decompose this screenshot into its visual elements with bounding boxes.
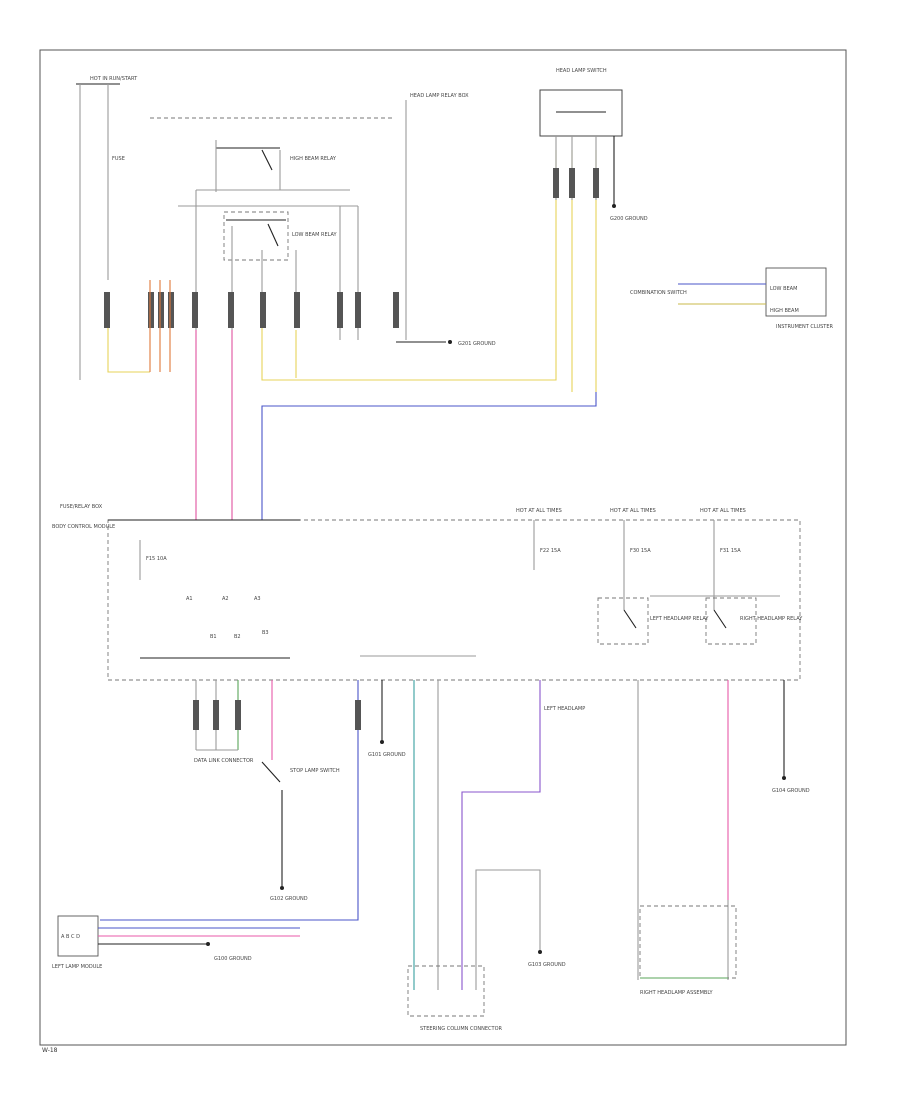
pin-c-label: A3: [254, 596, 261, 602]
connector-top-5: [192, 292, 198, 328]
wire-blue-feed: [261, 392, 597, 520]
headlamp-left-ground-dot: [538, 950, 542, 954]
bcm-box: [107, 519, 801, 681]
module-top-right-conn-3: [593, 168, 599, 198]
ground-right-label: G104 GROUND: [772, 788, 810, 794]
feed-left-label: FUSE: [112, 156, 125, 162]
left-module-label: LEFT LAMP MODULE: [52, 964, 102, 970]
connector-top-4: [168, 292, 174, 328]
data-link-connector-label: DATA LINK CONNECTOR: [194, 758, 254, 764]
ground-top-right-label: G200 GROUND: [610, 216, 648, 222]
ground-mid-dot: [448, 340, 452, 344]
module-top-right-ground: [612, 204, 616, 208]
relay-high-label: HIGH BEAM RELAY: [290, 156, 337, 162]
connector-top-2: [148, 292, 154, 328]
wire-yellow-left: [107, 328, 150, 373]
hot-label-2: HOT AT ALL TIMES: [610, 508, 656, 514]
relay-high-arm: [261, 149, 273, 171]
connector-bl-1: [193, 700, 199, 730]
relay-low-box: [223, 211, 289, 261]
module-top-right-label: HEAD LAMP SWITCH: [556, 68, 607, 74]
bcm-relay-2: [705, 597, 757, 645]
relay-low-label: LOW BEAM RELAY: [292, 232, 338, 238]
connector-top-3: [158, 292, 164, 328]
headlamp-right-label: RIGHT HEADLAMP ASSEMBLY: [640, 990, 713, 996]
connector-top-11: [393, 292, 399, 328]
cluster-high-label: HIGH BEAM: [770, 308, 799, 314]
hot-label-1: HOT AT ALL TIMES: [516, 508, 562, 514]
pin-f-label: B3: [262, 630, 269, 636]
bcm-left-label: BODY CONTROL MODULE: [52, 524, 115, 530]
steering-box: [407, 965, 485, 1017]
pin-e-label: B2: [234, 634, 241, 640]
fuse-d-label: F31 15A: [720, 548, 741, 554]
steering-conn-label: STEERING COLUMN CONNECTOR: [420, 1026, 503, 1032]
wire-blue-long: [100, 680, 359, 921]
instrument-cluster-box: [765, 267, 827, 317]
connector-top-1: [104, 292, 110, 328]
bcm-relay-1: [597, 597, 649, 645]
fuse-c-label: F30 15A: [630, 548, 651, 554]
module-top-right-conn-1: [553, 168, 559, 198]
ground-mid-label: G201 GROUND: [458, 341, 496, 347]
headlamp-left-ground-label: G103 GROUND: [528, 962, 566, 968]
ground-right-dot: [782, 776, 786, 780]
connector-top-7: [260, 292, 266, 328]
bcm-detail-label: FUSE/RELAY BOX: [60, 504, 103, 510]
combination-switch-label: COMBINATION SWITCH: [630, 290, 687, 296]
module-top-right-conn-2: [569, 168, 575, 198]
left-module-ground-dot: [206, 942, 210, 946]
connector-blue: [355, 700, 361, 730]
wire-gray-steer-2: [475, 869, 541, 990]
connector-top-8: [294, 292, 300, 328]
headlamp-right-box: [639, 905, 737, 979]
connector-top-9: [337, 292, 343, 328]
hot-label-3: HOT AT ALL TIMES: [700, 508, 746, 514]
connector-bl-3: [235, 700, 241, 730]
ground-center-dot: [380, 740, 384, 744]
stop-switch-arm: [261, 761, 281, 783]
pin-b-label: A2: [222, 596, 229, 602]
wire-yellow-main: [261, 150, 557, 381]
fuse-a-label: F15 10A: [146, 556, 167, 562]
wire-violet-steer: [461, 680, 541, 990]
stop-switch-label: STOP LAMP SWITCH: [290, 768, 340, 774]
diagram-frame: [39, 49, 847, 1046]
connector-bl-2: [213, 700, 219, 730]
ground-center-label: G101 GROUND: [368, 752, 406, 758]
bcm-relay-1-arm: [623, 609, 637, 629]
connector-top-6: [228, 292, 234, 328]
headlamp-left-label: LEFT HEADLAMP: [544, 706, 585, 712]
relay-right-1-label: LEFT HEADLAMP RELAY: [650, 616, 709, 622]
frame-id: W-18: [42, 1047, 58, 1054]
pin-a-label: A1: [186, 596, 193, 602]
module-top-right: [539, 89, 623, 137]
connector-top-10: [355, 292, 361, 328]
cluster-low-label: LOW BEAM: [770, 286, 797, 292]
hot-top-left-label: HOT IN RUN/START: [90, 76, 138, 82]
fuse-b-label: F22 15A: [540, 548, 561, 554]
relay-right-2-label: RIGHT HEADLAMP RELAY: [740, 616, 803, 622]
stop-switch-ground-label: G102 GROUND: [270, 896, 308, 902]
relay-low-arm: [267, 223, 279, 247]
stop-switch-ground-dot: [280, 886, 284, 890]
bottom-left-ground-label: G100 GROUND: [214, 956, 252, 962]
left-module-pins: A B C D: [61, 934, 80, 940]
bcm-relay-2-arm: [713, 609, 727, 629]
relay-box-label: HEAD LAMP RELAY BOX: [410, 93, 469, 99]
pin-d-label: B1: [210, 634, 217, 640]
instrument-cluster-label: INSTRUMENT CLUSTER: [776, 324, 834, 330]
